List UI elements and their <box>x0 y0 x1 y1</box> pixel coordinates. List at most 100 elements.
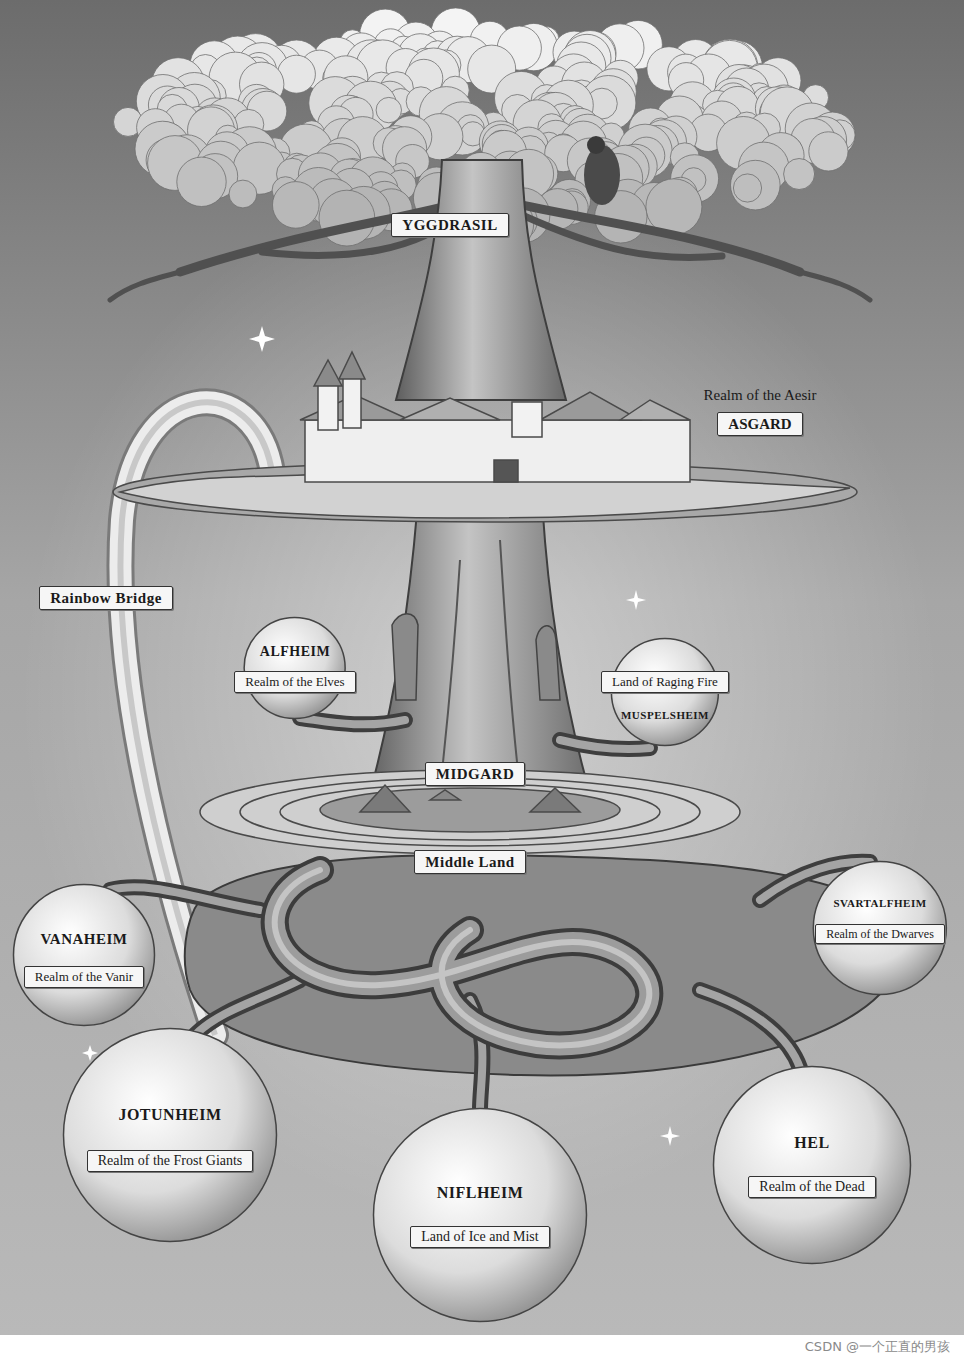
banner-text: Realm of the Vanir <box>24 966 144 988</box>
serpent <box>275 870 650 1045</box>
stars-part <box>626 590 646 610</box>
realm-sphere: VANAHEIM Realm of the Vanir <box>12 883 156 1027</box>
banner-text: Middle Land <box>425 853 514 871</box>
midgard-disc-part <box>430 790 460 800</box>
midgard-disc-part <box>360 785 410 812</box>
realm-sphere: SVARTALFHEIM Realm of the Dwarves <box>811 860 949 996</box>
roots-part-part <box>700 990 800 1068</box>
asgard-platform-part <box>305 420 690 482</box>
sphere-body <box>813 862 946 995</box>
roots-part-part <box>300 718 405 724</box>
realm-name: ALFHEIM <box>260 644 330 661</box>
realm-name: VANAHEIM <box>40 930 127 948</box>
realm-sphere: Land of Raging FireMUSPELSHEIM <box>597 637 733 747</box>
trunk-part <box>396 160 566 400</box>
name-banner: Rainbow Bridge <box>39 586 173 610</box>
sphere-body <box>714 1067 911 1264</box>
asgard-platform-part <box>343 378 361 428</box>
banner-text: Land of Ice and Mist <box>410 1226 549 1249</box>
watermark: CSDN @一个正直的男孩 <box>805 1338 950 1356</box>
animals-part <box>536 626 560 700</box>
realm-sphere: JOTUNHEIM Realm of the Frost Giants <box>62 1027 278 1243</box>
canopy-part <box>273 182 320 229</box>
eagle <box>584 136 620 205</box>
branches-part <box>110 272 180 300</box>
trunk-part <box>440 560 460 790</box>
roots-part-part <box>195 980 300 1035</box>
branches-part <box>522 215 722 257</box>
canopy-part <box>376 97 401 122</box>
branches-part <box>500 200 800 272</box>
banner-text: Rainbow Bridge <box>50 589 162 607</box>
sphere-outline <box>12 883 156 1027</box>
realm-name: MUSPELSHEIM <box>621 709 709 722</box>
banner-text: Realm of the Elves <box>234 671 355 693</box>
sphere-outline <box>230 616 359 720</box>
canopy-part <box>229 180 257 208</box>
animals-part <box>392 614 418 700</box>
trunk-part <box>500 540 520 790</box>
lower-land <box>185 855 903 1076</box>
midgard-disc-part <box>240 778 700 846</box>
roots-part-part <box>700 990 800 1068</box>
sphere-body <box>14 885 155 1026</box>
canopy-part <box>784 159 815 190</box>
trunk-part <box>366 500 594 808</box>
canopy-part <box>731 160 781 210</box>
lower-land-part <box>185 855 903 1076</box>
stars-part <box>660 1126 680 1146</box>
banner-text: MIDGARD <box>436 765 515 783</box>
asgard-platform-part <box>314 360 342 386</box>
realm-banner-group: Realm of the AesirASGARD <box>704 386 817 436</box>
asgard-platform-part <box>339 352 365 379</box>
sky-part <box>0 1335 964 1358</box>
asgard-platform-part <box>318 385 338 430</box>
asgard-platform <box>113 352 857 522</box>
realm-name: NIFLHEIM <box>437 1183 524 1202</box>
realm-name: HEL <box>794 1133 829 1152</box>
roots-part-part <box>195 980 300 1035</box>
serpent-part <box>275 870 650 1045</box>
sphere-body <box>64 1029 277 1242</box>
banner-text: Land of Raging Fire <box>601 671 729 693</box>
realm-name: SVARTALFHEIM <box>833 897 926 910</box>
banner-text: ASGARD <box>717 412 802 436</box>
realm-sphere: NIFLHEIM Land of Ice and Mist <box>372 1107 588 1323</box>
roots-part-part <box>560 740 650 749</box>
canopy-part <box>733 174 761 202</box>
serpent-part <box>275 870 650 1045</box>
banner-text: YGGDRASIL <box>402 216 497 234</box>
asgard-platform-part <box>494 460 518 482</box>
midgard-disc-part <box>530 788 580 812</box>
name-banner: Middle Land <box>414 850 525 874</box>
eagle-part <box>587 136 605 154</box>
canopy-part <box>319 190 375 246</box>
asgard-platform-part <box>620 400 690 420</box>
realm-caption: Realm of the Aesir <box>704 386 817 404</box>
name-banner: YGGDRASIL <box>391 213 508 237</box>
branches-part <box>800 272 870 300</box>
realm-sphere: HEL Realm of the Dead <box>712 1065 912 1265</box>
realm-name: JOTUNHEIM <box>118 1105 221 1124</box>
asgard-platform-part <box>400 398 500 420</box>
canopy-part <box>809 132 848 171</box>
banner-text: Realm of the Frost Giants <box>87 1150 254 1173</box>
sphere-outline <box>372 1107 588 1323</box>
sphere-outline <box>712 1065 912 1265</box>
roots-part-part <box>300 718 405 724</box>
canopy <box>114 8 856 251</box>
eagle-part <box>584 145 620 205</box>
serpent-part <box>275 870 650 1045</box>
banner-text: Realm of the Dead <box>748 1176 875 1199</box>
roots-part-part <box>560 740 650 749</box>
name-banner: MIDGARD <box>425 762 526 786</box>
banner-text: Realm of the Dwarves <box>815 924 945 944</box>
stars-part <box>249 326 275 352</box>
midgard-disc-part <box>280 784 660 840</box>
asgard-platform-part <box>512 402 542 437</box>
sphere-body <box>245 618 346 719</box>
canopy-part <box>177 157 226 206</box>
